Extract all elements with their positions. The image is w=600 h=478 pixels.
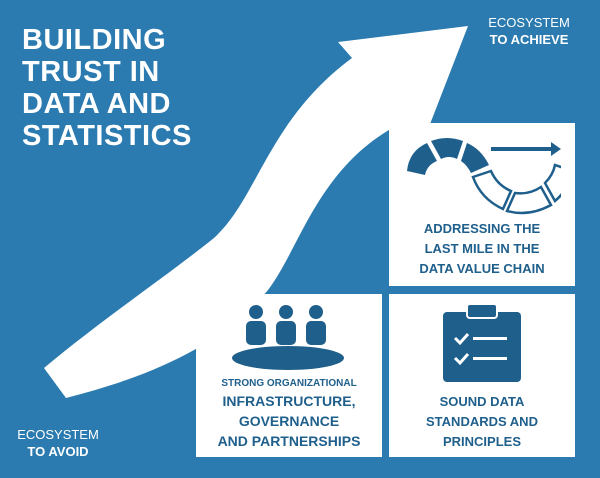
ecosystem-to-achieve-label: ECOSYSTEM TO ACHIEVE [488, 15, 570, 47]
card-organizational-subtitle: STRONG ORGANIZATIONAL [221, 378, 357, 389]
page-title: BUILDING TRUST IN DATA AND STATISTICS [22, 24, 192, 152]
card-organizational: STRONG ORGANIZATIONAL INFRASTRUCTURE, GO… [196, 294, 382, 457]
ecosystem-to-avoid-label: ECOSYSTEM TO AVOID [17, 427, 99, 459]
card-standards-text: SOUND DATA STANDARDS AND PRINCIPLES [426, 394, 538, 449]
card-last-mile-text: ADDRESSING THE LAST MILE IN THE DATA VAL… [419, 221, 545, 276]
clipboard-checklist-icon [443, 303, 521, 382]
card-organizational-text: INFRASTRUCTURE, GOVERNANCE AND PARTNERSH… [217, 393, 361, 449]
meeting-table-icon [232, 305, 344, 370]
card-last-mile: ADDRESSING THE LAST MILE IN THE DATA VAL… [389, 123, 575, 286]
value-chain-icon [407, 138, 561, 215]
card-standards: SOUND DATA STANDARDS AND PRINCIPLES [389, 294, 575, 457]
